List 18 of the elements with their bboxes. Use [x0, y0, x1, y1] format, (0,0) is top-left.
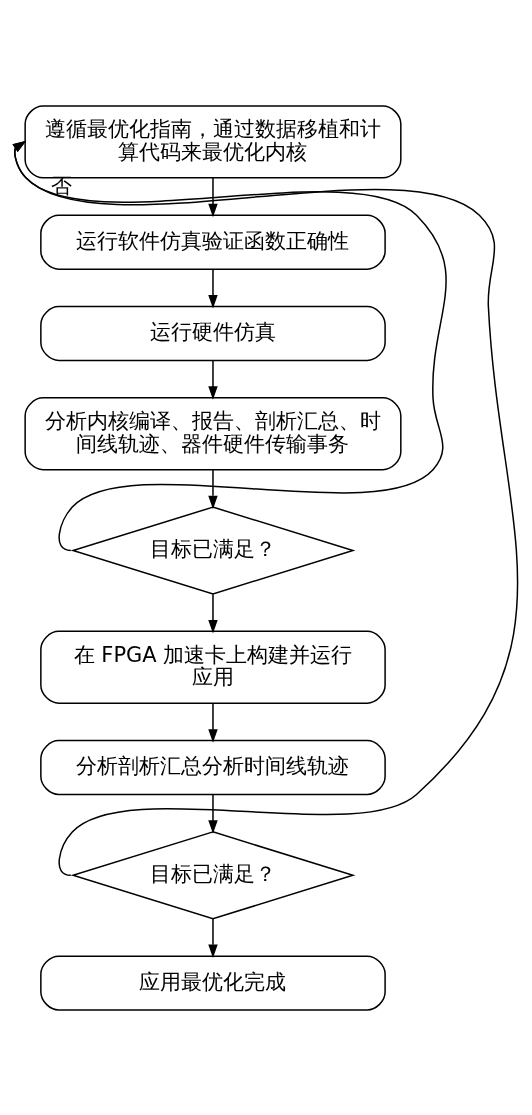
arrow [208, 917, 218, 958]
arrow [208, 176, 218, 217]
node-box: 在 FPGA 加速卡上构建并运行应用 [40, 630, 386, 704]
node-box: 运行软件仿真验证函数正确性 [40, 214, 386, 270]
arrow [208, 793, 218, 834]
node-box: 分析内核编译、报告、剖析汇总、时间线轨迹、器件硬件传输事务 [24, 396, 402, 470]
node-diamond: 目标已满足？ [70, 830, 356, 919]
arrow [208, 593, 218, 633]
node-box: 运行硬件仿真 [40, 305, 386, 361]
arrow [208, 468, 218, 509]
arrow [12, 140, 519, 876]
arrow [208, 702, 218, 743]
node-box: 分析剖析汇总分析时间线轨迹 [40, 739, 386, 795]
node-diamond: 目标已满足？ [70, 505, 356, 595]
node-box: 应用最优化完成 [40, 954, 386, 1011]
arrow [208, 268, 218, 308]
arrow [208, 359, 218, 400]
arrow [12, 140, 447, 551]
